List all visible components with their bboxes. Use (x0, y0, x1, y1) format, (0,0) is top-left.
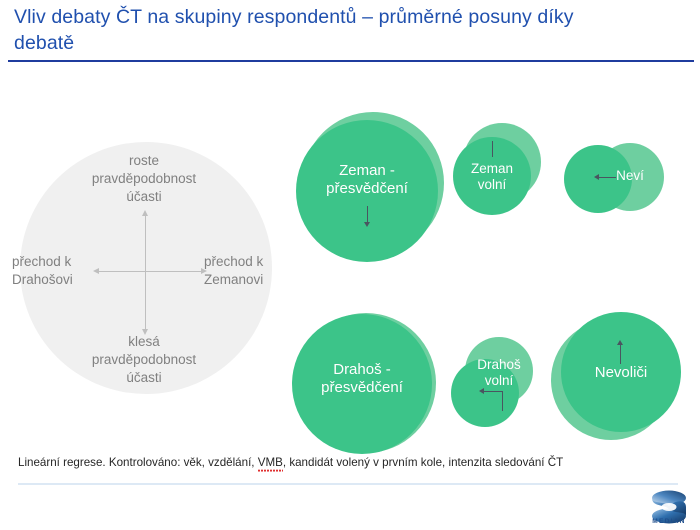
shift-arrow-up-icon (617, 340, 625, 364)
title-block: Vliv debaty ČT na skupiny respondentů – … (14, 4, 674, 56)
footnote-prefix: Lineární regrese. Kontrolováno: věk, vzd… (18, 456, 258, 469)
bubble-label: Drahoš volní (477, 357, 521, 388)
shift-arrow-down-left-icon (479, 388, 509, 413)
shift-arrow-left-icon (594, 174, 616, 182)
bubble-group-nevi[interactable]: Neví (564, 143, 674, 215)
bubble-group-drahos-presvedceni[interactable]: Drahoš - přesvědčení (292, 313, 440, 454)
bubble-group-drahos-volni[interactable]: Drahoš volní (451, 337, 533, 427)
footnote-suffix: , kandidát volený v prvním kole, intenzi… (282, 456, 564, 469)
legend-label-left: přechod k Drahošovi (12, 254, 73, 287)
shift-arrow-down-icon (364, 206, 372, 228)
bubble-label: Zeman - přesvědčení (326, 162, 408, 197)
legend-label-bottom: klesá pravděpodobnost účasti (91, 334, 197, 385)
legend-label-right: přechod k Zemanovi (204, 254, 264, 287)
footer-divider (18, 483, 678, 485)
footnote-misspelled-word: VMB (257, 456, 283, 472)
bubble-label: Zeman volní (470, 161, 514, 192)
bubble-after-circle (292, 314, 432, 454)
legend-arrow-up-icon (142, 210, 148, 216)
legend-label-top: roste pravděpodobnost účasti (91, 153, 197, 204)
bubble-group-nevolici[interactable]: Nevoliči (551, 312, 683, 440)
page-title: Vliv debaty ČT na skupiny respondentů – … (14, 6, 574, 54)
footnote: Lineární regrese. Kontrolováno: věk, vzd… (18, 455, 682, 472)
title-divider (8, 60, 694, 62)
bubble-label: Drahoš - přesvědčení (321, 361, 403, 396)
bubble-after-circle (451, 359, 519, 427)
bubble-after-circle (296, 120, 438, 262)
legend-arrow-down-icon (142, 329, 148, 335)
median-wordmark: MEDIAN (652, 518, 686, 525)
median-logo-icon (644, 489, 694, 525)
legend-arrow-left-icon (93, 268, 99, 274)
bubble-label: Nevoliči (594, 364, 648, 381)
legend-vertical-axis (145, 214, 146, 330)
bubble-after-circle (561, 312, 681, 432)
legend-arrow-right-icon (201, 268, 207, 274)
legend-horizontal-axis (98, 271, 202, 272)
bubble-group-zeman-volni[interactable]: Zeman volní (453, 123, 541, 215)
bubble-group-zeman-presvedceni[interactable]: Zeman - přesvědčení (296, 112, 446, 262)
shift-arrow-down-icon (489, 141, 497, 159)
bubble-label: Neví (616, 168, 644, 183)
quadrant-legend (20, 142, 272, 394)
